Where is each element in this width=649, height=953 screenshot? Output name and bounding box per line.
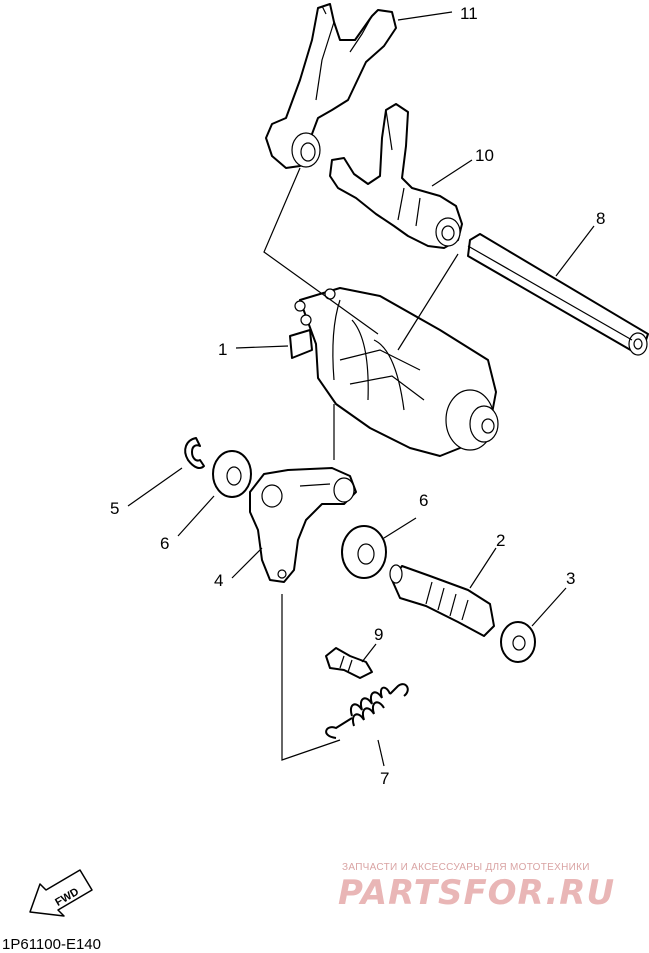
part-5-circlip: [184, 437, 205, 469]
callout-8: 9: [374, 625, 383, 644]
callout-3: 3: [566, 569, 575, 588]
callout-10: 10: [475, 146, 494, 165]
callout-11: 11: [460, 4, 478, 23]
part-7-spring: [325, 683, 409, 739]
callout-1: 1: [218, 340, 227, 359]
callout-7: 7: [380, 769, 389, 788]
callout-2: 2: [496, 531, 505, 550]
leader-lines: [127, 11, 595, 767]
part-11-shift-fork: [265, 3, 397, 169]
callout-6-right: 6: [419, 491, 428, 510]
watermark: ЗАПЧАСТИ И АКСЕССУАРЫ ДЛЯ МОТОТЕХНИКИ PA…: [338, 862, 615, 913]
part-8-bolt: [325, 647, 373, 679]
callout-4: 4: [214, 571, 223, 590]
callout-9: 8: [596, 209, 605, 228]
part-4-segment: [249, 467, 357, 583]
drawing-code: 1P61100-E140: [2, 936, 101, 953]
callout-labels: 11 10 8 1 5 6 6 4 2 3 9 7: [110, 4, 605, 788]
fwd-arrow: FWD: [29, 869, 93, 917]
watermark-logo: PARTSFOR.RU: [338, 873, 615, 913]
part-6-washer-right: [341, 525, 387, 579]
callout-5: 5: [110, 499, 119, 518]
part-9-guide-bar: [467, 233, 649, 356]
part-6-washer-left: [212, 450, 252, 498]
watermark-caption: ЗАПЧАСТИ И АКСЕССУАРЫ ДЛЯ МОТОТЕХНИКИ: [342, 862, 590, 873]
callout-6-left: 6: [160, 534, 169, 553]
part-2-pivot-bolt: [389, 564, 495, 637]
part-10-shift-fork: [329, 103, 463, 249]
part-1-shift-drum: [289, 287, 499, 457]
part-3-washer: [500, 621, 536, 663]
